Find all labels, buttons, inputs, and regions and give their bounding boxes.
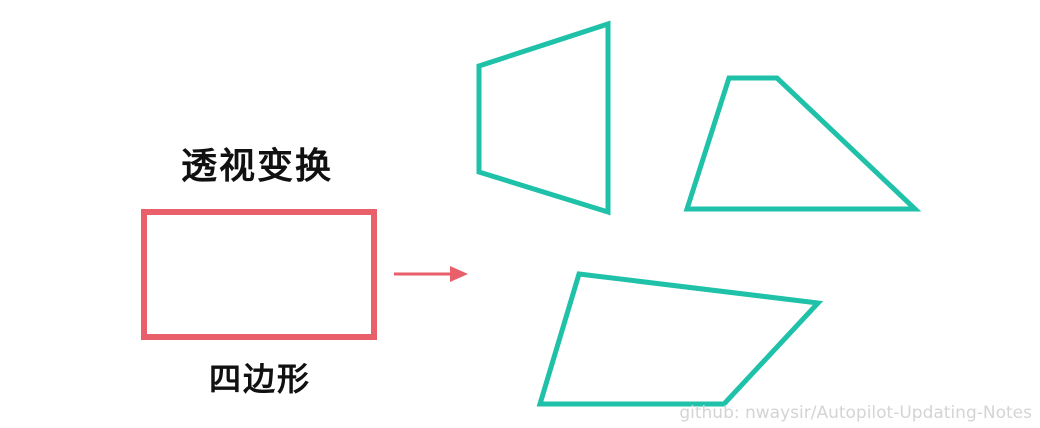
watermark: github: nwaysir/Autopilot-Updating-Notes <box>679 403 1032 423</box>
transform-arrow <box>394 266 468 282</box>
source-shape-label: 四边形 <box>208 360 311 398</box>
transformed-quad-2 <box>683 75 922 212</box>
diagram-title: 透视变换 <box>180 145 333 187</box>
source-rectangle <box>141 209 377 340</box>
transformed-quad-3 <box>536 271 824 407</box>
transformed-quad-1 <box>476 20 611 216</box>
